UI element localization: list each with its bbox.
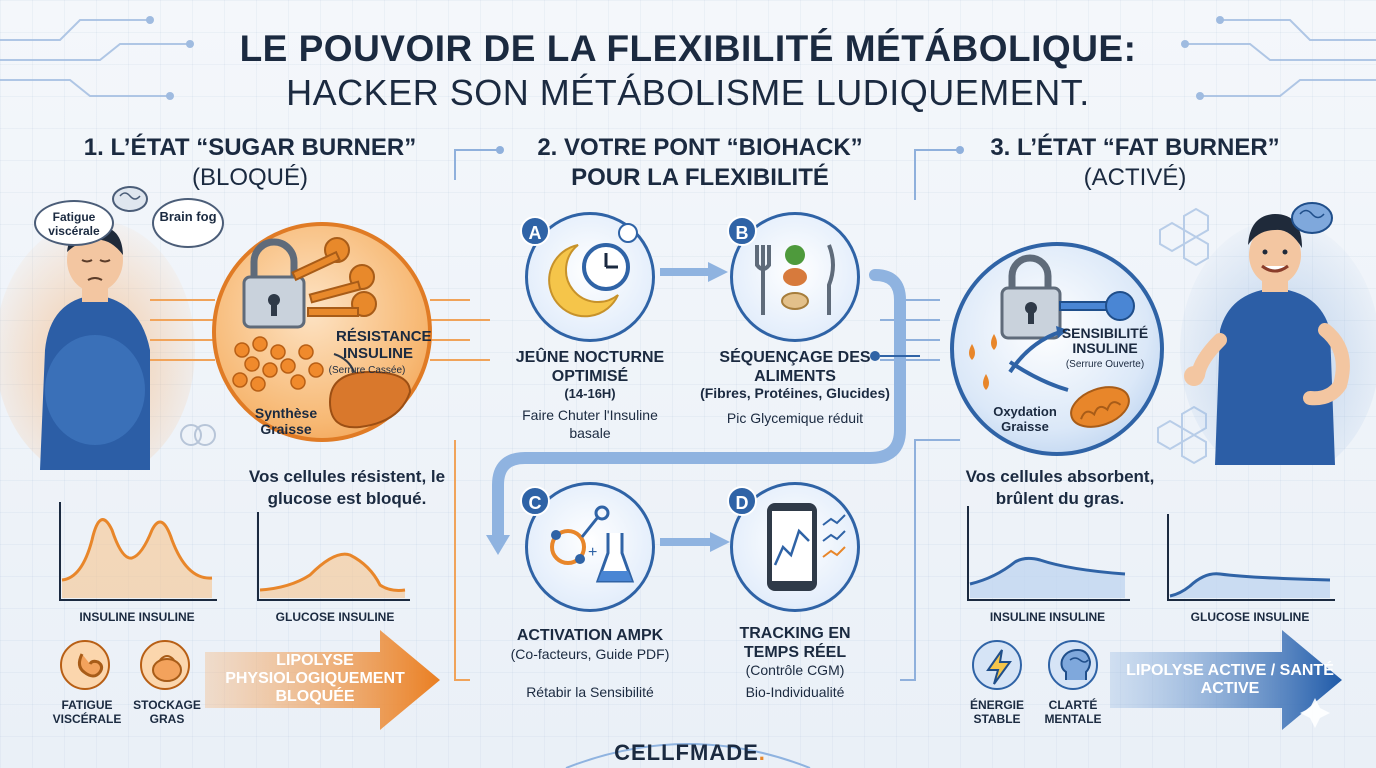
chart-left-label: INSULINE INSULINE <box>79 610 195 624</box>
icon-left-label-s3: ÉNERGIE STABLE <box>969 698 1024 726</box>
step-b-sub: (Fibres, Protéines, Glucides) <box>700 385 890 401</box>
tired-person-illustration <box>0 220 195 470</box>
section3-description: Vos cellules absorbent, brûlent du gras. <box>965 467 1155 508</box>
lipolysis-blocked-text: LIPOLYSE PHYSIOLOGIQUEMENT BLOQUÉE <box>225 652 405 705</box>
fat-storage-icon <box>140 640 190 690</box>
step-d-badge: D <box>727 486 757 516</box>
icon-right-label-s1: STOCKAGE GRAS <box>133 698 201 726</box>
step-d-circle <box>730 482 860 612</box>
section1-description: Vos cellules résistent, le glucose est b… <box>248 467 446 508</box>
section1-subheading: (BLOQUÉ) <box>191 164 308 191</box>
lock-keys-fat-illustration <box>232 237 412 429</box>
link-icon <box>180 424 216 446</box>
section1-heading: 1. L’ÉTAT “SUGAR BURNER” <box>83 134 417 161</box>
thought-bubble-brain-fog: Brain fog <box>152 198 224 248</box>
insulin-chart-left <box>59 502 217 601</box>
chart-right-label-active: GLUCOSE INSULINE <box>1190 610 1310 624</box>
brand-arch <box>565 743 811 768</box>
moon-clock-icon <box>548 223 638 318</box>
step-a-sub: (14-16H) <box>564 386 616 401</box>
lipolysis-active-arrow <box>1110 630 1342 730</box>
molecule-flask-icon: + <box>550 505 635 583</box>
glucose-chart-active <box>1167 514 1335 601</box>
phone-chart-icon <box>767 503 846 591</box>
section2-heading-line2: POUR LA FLEXIBILITÉ <box>571 164 829 191</box>
fat-synthesis-label: Synthèse Graisse <box>254 405 318 437</box>
open-lock-label: (Serrure Ouverte) <box>1065 359 1145 370</box>
step-b-badge: B <box>727 216 757 246</box>
step-a-circle <box>525 212 655 342</box>
brain-icon-active <box>1291 202 1333 234</box>
page-title-line1: LE POUVOIR DE LA FLEXIBILITÉ MÉTÁBOLIQUE… <box>239 28 1137 69</box>
section3-heading: 3. L’ÉTAT “FAT BURNER” <box>990 134 1280 161</box>
step-c-title: ACTIVATION AMPK <box>516 627 664 644</box>
svg-text:+: + <box>588 544 597 561</box>
icon-left-label-s1: FATIGUE VISCÉRALE <box>52 698 122 726</box>
step-c-desc: Rétabir la Sensibilité <box>526 684 654 700</box>
sensitivity-label: SENSIBILITÉ INSULINE <box>1061 325 1149 356</box>
resistance-label: RÉSISTANCE INSULINE <box>336 328 432 362</box>
chart-left-label-active: INSULINE INSULINE <box>989 610 1106 624</box>
step-d-desc: Bio-Individualité <box>745 684 845 700</box>
fork-knife-food-icon <box>755 244 835 315</box>
glucose-chart-left <box>257 512 410 601</box>
fat-oxidation-label: Oxydation Graisse <box>993 404 1057 434</box>
step-a-desc: Faire Chuter l'Insuline basale <box>522 407 658 441</box>
chart-right-label: GLUCOSE INSULINE <box>275 610 395 624</box>
step-a-badge: A <box>520 216 550 246</box>
insulin-chart-active <box>967 506 1130 601</box>
step-d-title: TRACKING EN TEMPS RÉEL <box>739 625 851 661</box>
head-brain-icon <box>1048 640 1098 690</box>
icon-right-label-s3: CLARTÉ MENTALE <box>1044 698 1102 726</box>
unlocked-key-illustration <box>969 254 1135 428</box>
broken-lock-label: (Serrure Cassée) <box>328 365 406 376</box>
step-b-desc: Pic Glycemique réduit <box>726 410 864 426</box>
page-title-line2: HACKER SON MÉTÁBOLISME LUDIQUEMENT. <box>286 72 1090 113</box>
step-c-sub: (Co-facteurs, Guide PDF) <box>510 646 670 662</box>
energized-person-illustration <box>1180 214 1376 465</box>
biohack-flow-path <box>486 262 920 555</box>
section2-heading-line1: 2. VOTRE PONT “BIOHACK” <box>537 134 863 161</box>
step-a-title: JEÛNE NOCTURNE OPTIMISÉ <box>515 349 665 385</box>
stomach-icon <box>60 640 110 690</box>
brain-icon <box>112 186 148 212</box>
thought-bubble-fatigue: Fatigue viscérale <box>34 200 114 246</box>
brand-logo: CELLFMADE. <box>614 740 766 765</box>
step-d-sub: (Contrôle CGM) <box>745 662 845 678</box>
lightning-icon <box>972 640 1022 690</box>
lipolysis-active-text: LIPOLYSE ACTIVE / SANTÉ ACTIVE <box>1126 662 1334 697</box>
insulin-sensitivity-circle <box>950 242 1164 456</box>
section3-subheading: (ACTIVÉ) <box>1083 164 1187 191</box>
step-b-circle <box>730 212 860 342</box>
lipolysis-blocked-arrow <box>205 630 440 730</box>
step-c-badge: C <box>520 486 550 516</box>
step-b-title: SÉQUENÇAGE DES ALIMENTS <box>719 349 871 385</box>
